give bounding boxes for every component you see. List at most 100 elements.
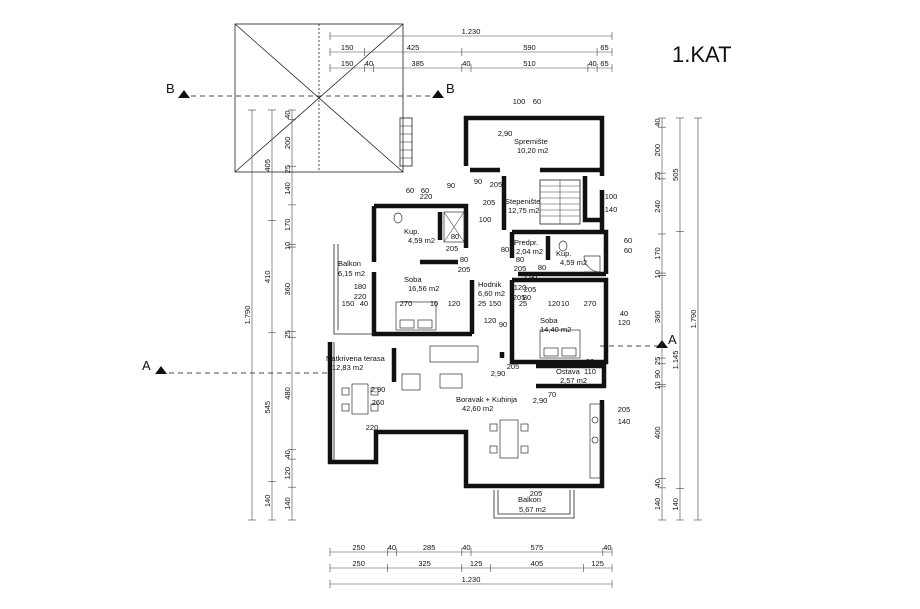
dim-label: 360 <box>283 283 292 296</box>
inner-dim-label: 205 <box>490 180 503 189</box>
dim-label: 140 <box>263 495 272 508</box>
inner-dim-label: 205 <box>514 264 527 273</box>
dim-label: 90 <box>653 370 662 378</box>
dim-label: 240 <box>653 200 662 213</box>
inner-dim-label: 205 <box>507 362 520 371</box>
dim-label: 40 <box>283 111 292 119</box>
dim-label: 575 <box>531 543 544 552</box>
dim-label: 40 <box>462 543 470 552</box>
inner-dim-label: 205 <box>530 489 543 498</box>
dim-label: 40 <box>365 59 373 68</box>
dim-total-label: 1.230 <box>462 575 481 584</box>
inner-dim-label: 260 <box>372 398 385 407</box>
dim-label: 140 <box>653 498 662 511</box>
room-name: Soba <box>540 316 558 325</box>
dim-label: 425 <box>407 43 420 52</box>
roof-outline <box>234 23 404 173</box>
room-area: 6,15 m2 <box>338 269 365 278</box>
inner-dim-label: 60 <box>421 186 429 195</box>
dim-label: 140 <box>671 498 680 511</box>
room-area: 2,04 m2 <box>516 247 543 256</box>
inner-dim-label: 40 <box>360 299 368 308</box>
room-area: 4,59 m2 <box>408 236 435 245</box>
dim-label: 10 <box>283 242 292 250</box>
dim-label: 25 <box>653 357 662 365</box>
room-soba-left: Soba 16,56 m2 <box>404 275 439 293</box>
dim-label: 40 <box>653 118 662 126</box>
dim-label: 200 <box>283 137 292 150</box>
room-name: Predpr. <box>514 238 538 247</box>
dim-label: 325 <box>418 559 431 568</box>
section-a-right: A <box>668 332 677 347</box>
inner-dim-label: 220 <box>354 292 367 301</box>
dim-label: 140 <box>283 497 292 510</box>
inner-dim-label: 205 <box>458 265 471 274</box>
dim-label: 480 <box>283 387 292 400</box>
dim-label: 125 <box>470 559 483 568</box>
inner-dim-label: 40 <box>620 309 628 318</box>
dim-label: 505 <box>671 168 680 181</box>
dim-label: 150 <box>341 59 354 68</box>
room-area: 16,56 m2 <box>408 284 439 293</box>
inner-dim-label: 220 <box>366 423 379 432</box>
inner-dim-label: 70 <box>548 390 556 399</box>
dim-label: 40 <box>588 59 596 68</box>
dim-label: 10 <box>653 381 662 389</box>
dim-label: 405 <box>531 559 544 568</box>
room-name: Natkrivena terasa <box>326 354 386 363</box>
inner-dim-label: 2,90 <box>498 129 513 138</box>
dim-label: 405 <box>263 159 272 172</box>
room-name: Ostava <box>556 367 581 376</box>
dim-label: 125 <box>591 559 604 568</box>
inner-dim-label: 80 <box>538 263 546 272</box>
dim-label: 200 <box>653 144 662 157</box>
dim-label: 510 <box>523 59 536 68</box>
inner-dim-label: 2,90 <box>533 396 548 405</box>
room-name: Kup. <box>404 227 419 236</box>
inner-dim-label: 120 <box>448 299 461 308</box>
dim-label: 65 <box>600 43 608 52</box>
inner-dim-label: 80 <box>501 245 509 254</box>
room-area: 4,59 m2 <box>560 258 587 267</box>
inner-dim-label: 205 <box>446 244 459 253</box>
room-name: Soba <box>404 275 422 284</box>
dim-label: 545 <box>263 401 272 414</box>
dim-label: 150 <box>341 43 354 52</box>
dim-label: 65 <box>600 59 608 68</box>
room-balkon-west: Balkon 6,15 m2 <box>338 259 365 278</box>
dim-label: 400 <box>653 426 662 439</box>
inner-dim-label: 120 <box>514 283 527 292</box>
dim-label: 40 <box>283 450 292 458</box>
dimension-chain-left: 1.79040541054514040200251401701036025480… <box>243 109 296 521</box>
room-natkrivena-terasa: Natkrivena terasa 12,83 m2 <box>326 354 386 372</box>
dim-label: 250 <box>352 559 365 568</box>
inner-dim-label: 80 <box>460 255 468 264</box>
room-spremiste: Spremište 10,20 m2 <box>514 137 548 155</box>
dim-label: 170 <box>283 219 292 232</box>
room-boravak-kuhinja: Boravak + Kuhinja 42,60 m2 <box>456 395 518 413</box>
inner-dim-label: 10 <box>430 299 438 308</box>
inner-dim-label: 60 <box>624 236 632 245</box>
room-labels: Spremište 10,20 m2 Stepenište 12,75 m2 K… <box>326 137 587 514</box>
dim-label: 25 <box>283 165 292 173</box>
inner-dim-label: 2,90 <box>523 273 538 282</box>
inner-dim-label: 60 <box>406 186 414 195</box>
inner-dim-label: 10 <box>561 299 569 308</box>
stair-roof-hatch <box>399 117 413 167</box>
room-area: 42,60 m2 <box>462 404 493 413</box>
inner-dim-label: 60 <box>533 97 541 106</box>
dim-label: 40 <box>462 59 470 68</box>
room-ostava: Ostava 2,57 m2 <box>556 367 587 385</box>
dim-label: 170 <box>653 247 662 260</box>
dim-label: 285 <box>423 543 436 552</box>
staircase <box>539 179 581 225</box>
room-area: 6,60 m2 <box>478 289 505 298</box>
section-line-b: B B <box>166 81 455 98</box>
inner-dim-label: 120 <box>618 318 631 327</box>
room-area: 5,67 m2 <box>519 505 546 514</box>
room-kup-right: Kup. 4,59 m2 <box>556 249 587 267</box>
dim-total-label: 1.790 <box>689 310 698 329</box>
dim-label: 25 <box>653 172 662 180</box>
